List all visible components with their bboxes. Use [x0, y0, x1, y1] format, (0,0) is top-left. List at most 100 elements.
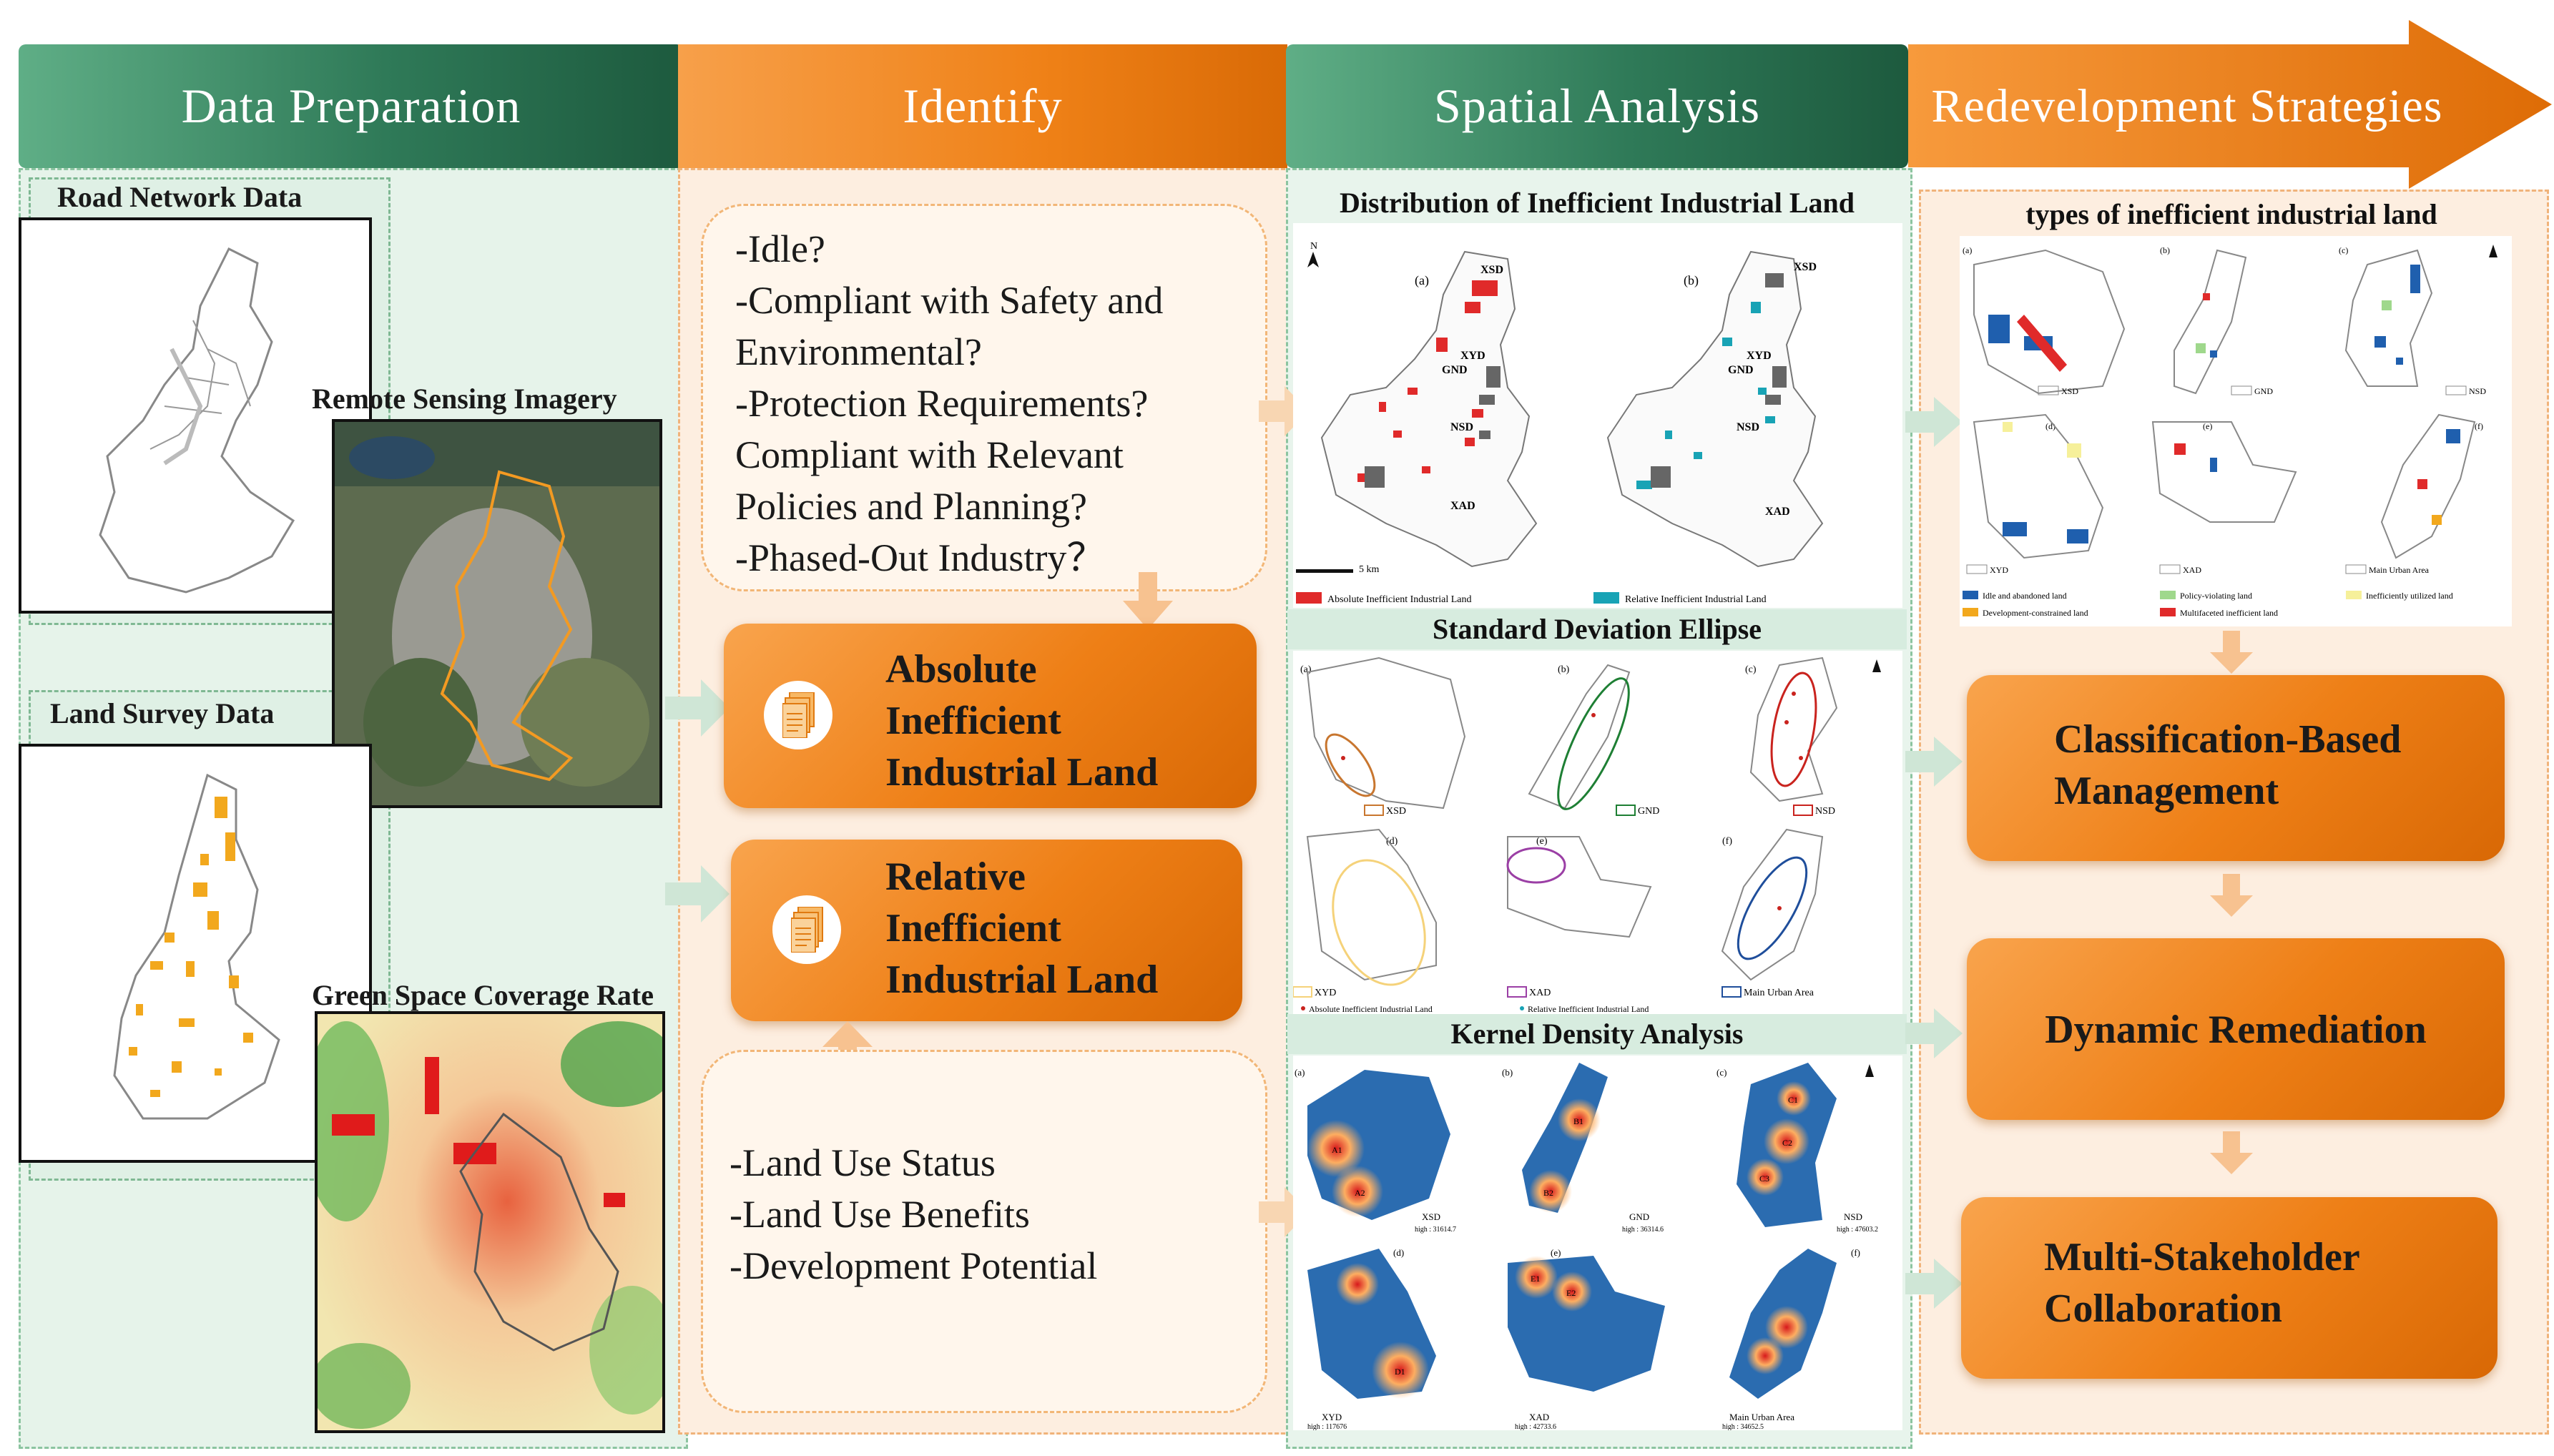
- kde-high-f: high : 34652.5: [1722, 1423, 1764, 1430]
- kde-nsd: NSD: [1844, 1211, 1862, 1222]
- kde-a2: A2: [1355, 1188, 1365, 1198]
- kde-high-c: high : 47603.2: [1837, 1226, 1878, 1234]
- types-xad: XAD: [2183, 565, 2201, 575]
- question-line: -Idle?: [735, 227, 825, 270]
- strategy-line: Management: [2054, 769, 2279, 813]
- kde-gnd: GND: [1629, 1211, 1649, 1222]
- strategy-collaboration-label: Multi-Stakeholder Collaboration: [2044, 1231, 2360, 1334]
- document-icon: [782, 692, 815, 738]
- dist-gnd: GND: [1442, 364, 1468, 376]
- types-nsd: NSD: [2469, 386, 2486, 396]
- kde-title-band: [1287, 1014, 1907, 1054]
- types-e: (e): [2203, 421, 2212, 431]
- strategy-dynamic-box: [1967, 938, 2505, 1120]
- dist-gnd-b: GND: [1728, 364, 1754, 376]
- arrow-strategy-2: [2210, 874, 2253, 917]
- kde-title: Kernel Density Analysis: [1450, 1018, 1744, 1050]
- arrow-strategy-1: [2210, 631, 2253, 674]
- kde-e1: E1: [1531, 1274, 1540, 1284]
- types-gnd: GND: [2254, 386, 2273, 396]
- sde-map-panel: (a) XSD (b) GND (c) NSD (d) XYD (e) XAD …: [1292, 651, 1902, 1015]
- flow-arrow-prep-1: [665, 679, 730, 737]
- absolute-inefficient-label: Absolute Inefficient Industrial Land: [885, 644, 1158, 798]
- relative-line: Relative: [885, 855, 1026, 899]
- kde-e2: E2: [1566, 1288, 1576, 1298]
- sde-gnd: GND: [1638, 806, 1659, 817]
- sde-nsd: NSD: [1815, 806, 1835, 817]
- types-c: (c): [2339, 245, 2348, 255]
- sde-legend-abs: Absolute Inefficient Industrial Land: [1309, 1004, 1433, 1014]
- types-legend-2: Inefficiently utilized land: [2366, 591, 2453, 601]
- sde-b: (b): [1558, 664, 1570, 675]
- types-legend-1: Policy-violating land: [2180, 591, 2252, 601]
- kde-f: (f): [1851, 1247, 1860, 1258]
- dist-legend-rel: Relative Inefficient Industrial Land: [1625, 594, 1767, 605]
- criteria-line: -Development Potential: [730, 1244, 1098, 1287]
- dist-label-a: (a): [1415, 273, 1429, 288]
- distribution-title: Distribution of Inefficient Industrial L…: [1339, 187, 1855, 219]
- strategy-classification-box: [1967, 675, 2505, 861]
- absolute-line: Absolute: [885, 647, 1037, 692]
- kde-b1: B1: [1573, 1116, 1583, 1126]
- green-space-image: [315, 1011, 665, 1433]
- header-spatial-analysis: Spatial Analysis: [1286, 44, 1908, 168]
- header-data-preparation: Data Preparation: [19, 44, 684, 168]
- kde-xyd: XYD: [1322, 1412, 1342, 1422]
- absolute-line: Inefficient: [885, 699, 1061, 743]
- question-line: Policies and Planning?: [735, 485, 1087, 528]
- question-line: Environmental?: [735, 330, 982, 373]
- kde-high-a: high : 31614.7: [1415, 1226, 1456, 1234]
- question-line: -Protection Requirements?: [735, 382, 1149, 425]
- identify-questions-box: [701, 204, 1267, 591]
- kde-a: (a): [1295, 1067, 1305, 1078]
- types-title: types of inefficient industrial land: [2025, 198, 2437, 230]
- dist-nsd: NSD: [1450, 421, 1473, 433]
- sde-c: (c): [1745, 664, 1757, 675]
- dist-scale: 5 km: [1359, 564, 1380, 575]
- sde-legend-rel: Relative Inefficient Industrial Land: [1528, 1004, 1649, 1014]
- header-identify: Identify: [678, 44, 1287, 168]
- dist-xyd: XYD: [1460, 350, 1485, 362]
- strategy-dynamic-label: Dynamic Remediation: [1967, 1004, 2505, 1056]
- sde-e: (e): [1536, 836, 1548, 847]
- kde-main: Main Urban Area: [1729, 1412, 1794, 1422]
- types-a: (a): [1963, 245, 1972, 255]
- types-legend-4: Multifaceted inefficient land: [2180, 608, 2278, 618]
- types-b: (b): [2160, 245, 2170, 255]
- strategy-line: Dynamic Remediation: [2045, 1008, 2427, 1052]
- kde-d1: D1: [1395, 1367, 1405, 1377]
- kde-high-b: high : 36314.6: [1622, 1226, 1664, 1234]
- kde-xsd: XSD: [1422, 1211, 1440, 1222]
- dist-label-b: (b): [1684, 273, 1699, 288]
- header-redevelopment-arrow: [1908, 20, 2552, 189]
- kde-a1: A1: [1332, 1145, 1342, 1155]
- types-f: (f): [2475, 421, 2483, 431]
- sde-xsd: XSD: [1386, 806, 1406, 817]
- kde-high-d: high : 117676: [1307, 1423, 1347, 1430]
- dist-xsd-b: XSD: [1794, 261, 1817, 273]
- arrow-questions-down: [1123, 572, 1173, 629]
- sde-title: Standard Deviation Ellipse: [1432, 613, 1762, 645]
- types-legend-3: Development-constrained land: [1983, 608, 2088, 618]
- kde-b: (b): [1502, 1067, 1513, 1078]
- kde-e: (e): [1551, 1247, 1561, 1258]
- header-redevelopment: Redevelopment Strategies: [1908, 44, 2466, 168]
- kde-b2: B2: [1543, 1188, 1553, 1198]
- strategy-line: Classification-Based: [2054, 717, 2402, 762]
- road-network-map: [19, 217, 372, 614]
- flow-arrow-prep-2: [665, 865, 730, 923]
- arrow-criteria-up: [822, 1021, 873, 1071]
- types-xyd: XYD: [1990, 565, 2008, 575]
- distribution-map-panel: N (a) XSD XYD GND NSD XAD (b): [1293, 223, 1902, 608]
- relative-line: Industrial Land: [885, 958, 1159, 1002]
- sde-f: (f): [1722, 836, 1732, 847]
- flow-arrow-spatial-4: [1905, 1259, 1963, 1309]
- sde-main: Main Urban Area: [1744, 988, 1814, 998]
- kde-c3: C3: [1759, 1174, 1769, 1184]
- question-line: Compliant with Relevant: [735, 433, 1124, 476]
- strategy-classification-label: Classification-Based Management: [2054, 714, 2401, 817]
- remote-sensing-image: [332, 419, 662, 808]
- types-xsd: XSD: [2061, 386, 2078, 396]
- criteria-line: -Land Use Benefits: [730, 1193, 1030, 1236]
- dist-xyd-b: XYD: [1747, 350, 1772, 362]
